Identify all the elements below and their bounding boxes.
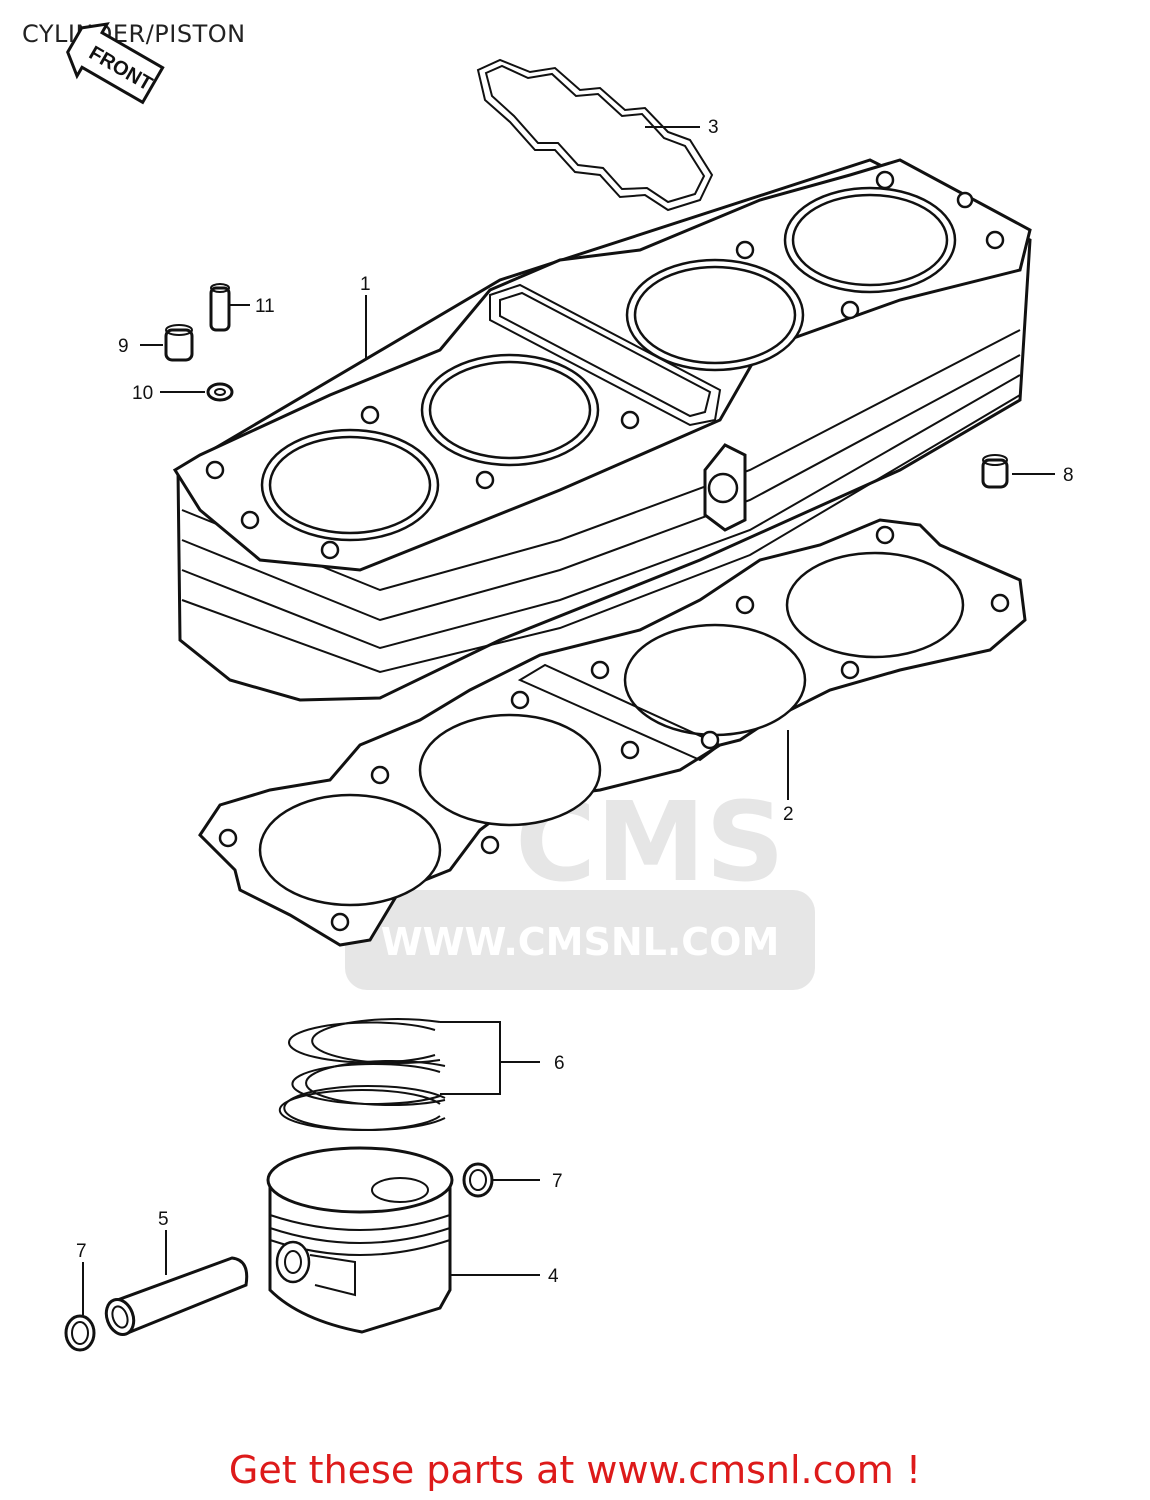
part-4-piston xyxy=(266,1146,454,1334)
part-2-base-gasket xyxy=(198,518,1027,947)
part-3-gasket-outline xyxy=(476,58,714,212)
callout-5: 5 xyxy=(158,1209,169,1230)
part-7-circlip-left xyxy=(64,1314,96,1352)
callout-8: 8 xyxy=(1063,465,1074,486)
callout-4: 4 xyxy=(548,1266,559,1287)
callout-7-right: 7 xyxy=(552,1171,563,1192)
part-8-dowel xyxy=(981,454,1009,489)
part-6-piston-rings xyxy=(278,1018,446,1131)
front-arrow-icon: FRONT xyxy=(66,22,165,105)
part-7-circlip-right xyxy=(462,1162,494,1198)
part-10-o-ring xyxy=(206,382,234,402)
callout-1: 1 xyxy=(360,274,371,295)
get-parts-link[interactable]: Get these parts at www.cmsnl.com ! xyxy=(228,1448,922,1492)
page-title: CYLINDER/PISTON xyxy=(22,20,246,48)
callout-11: 11 xyxy=(255,296,275,317)
leader-lines xyxy=(82,126,1055,1315)
callout-2: 2 xyxy=(783,804,794,825)
part-1-cylinder-block xyxy=(172,158,1032,702)
callout-10: 10 xyxy=(132,383,153,404)
part-9-dowel xyxy=(164,324,194,362)
callout-9: 9 xyxy=(118,336,129,357)
part-5-piston-pin xyxy=(104,1256,249,1336)
watermark-url-text: WWW.CMSNL.COM xyxy=(381,920,780,964)
callout-6: 6 xyxy=(554,1053,565,1074)
cms-watermark: CMS WWW.CMSNL.COM xyxy=(345,778,815,990)
part-11-pin xyxy=(209,283,231,332)
callout-3: 3 xyxy=(708,117,719,138)
callout-7-left: 7 xyxy=(76,1241,87,1262)
